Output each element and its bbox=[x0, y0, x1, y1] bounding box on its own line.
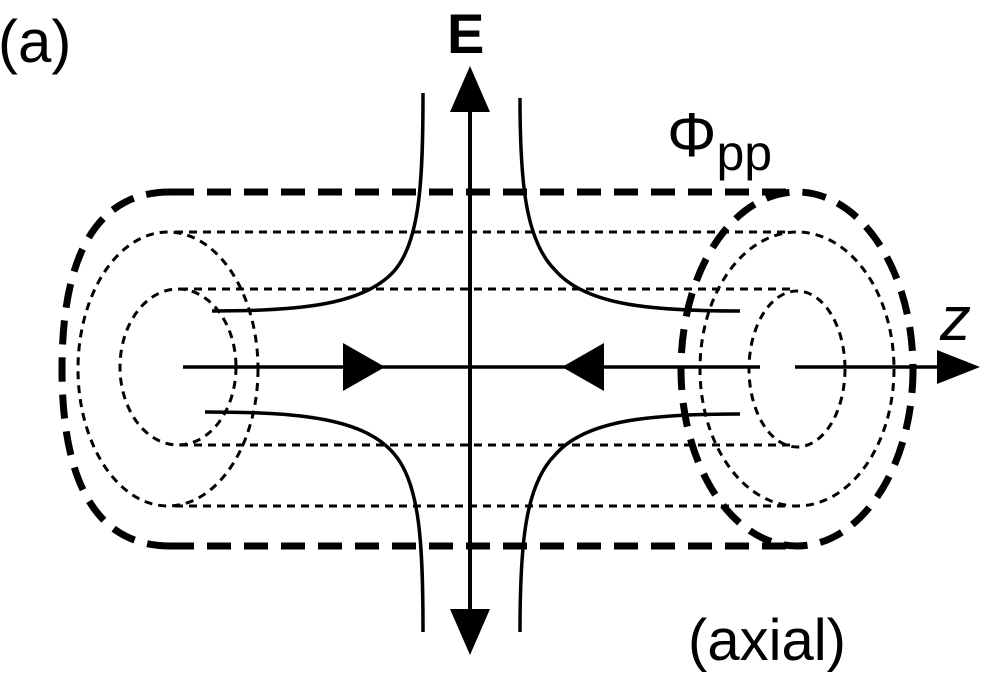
right-pointing-arrowhead bbox=[343, 343, 385, 391]
outer-flux-tube bbox=[58, 188, 917, 550]
e-field-label: E bbox=[447, 2, 484, 65]
e-field-arrow bbox=[450, 66, 490, 655]
middle-tube-right-ellipse bbox=[698, 230, 896, 508]
phi-subscript: pp bbox=[716, 125, 772, 181]
e-field-down-arrowhead bbox=[450, 609, 490, 655]
middle-tube-left-ellipse bbox=[76, 230, 260, 508]
mode-label: (axial) bbox=[688, 608, 846, 673]
field-line-lower-right bbox=[518, 412, 741, 633]
field-line-upper-left bbox=[211, 92, 425, 313]
inner-tube-right-ellipse bbox=[747, 289, 847, 449]
z-axis-arrow bbox=[795, 350, 980, 384]
middle-flux-tube bbox=[76, 230, 896, 508]
phi-label: Φpp bbox=[667, 101, 772, 181]
field-line-upper-right bbox=[518, 97, 741, 313]
left-pointing-arrowhead bbox=[562, 343, 604, 391]
field-line-lower-left bbox=[204, 410, 425, 633]
z-axis-label: z bbox=[939, 285, 971, 354]
z-axis-arrowhead bbox=[937, 350, 980, 384]
panel-label: (a) bbox=[0, 8, 71, 75]
e-field-up-arrowhead bbox=[450, 66, 490, 112]
field-lines bbox=[204, 92, 741, 633]
outer-tube-right-ellipse bbox=[677, 188, 917, 550]
outer-tube-left-cap bbox=[58, 188, 171, 550]
phi-symbol: Φ bbox=[667, 101, 716, 170]
